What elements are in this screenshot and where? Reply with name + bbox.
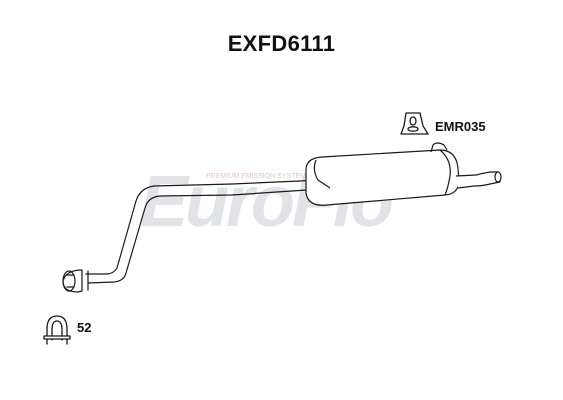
- part-number-title: EXFD6111: [227, 31, 336, 56]
- u-bolt-clamp-icon: [43, 315, 71, 345]
- intermediate-pipe: [62, 177, 330, 293]
- mounting-part-label: EMR035: [435, 119, 486, 134]
- rear-silencer: [305, 142, 460, 206]
- rubber-mounting-icon: [400, 112, 429, 135]
- clamp-part-label: 52: [77, 320, 92, 335]
- tailpipe: [455, 171, 502, 189]
- watermark-tagline: PREMIUM EMISSION SYSTEMS: [206, 173, 311, 180]
